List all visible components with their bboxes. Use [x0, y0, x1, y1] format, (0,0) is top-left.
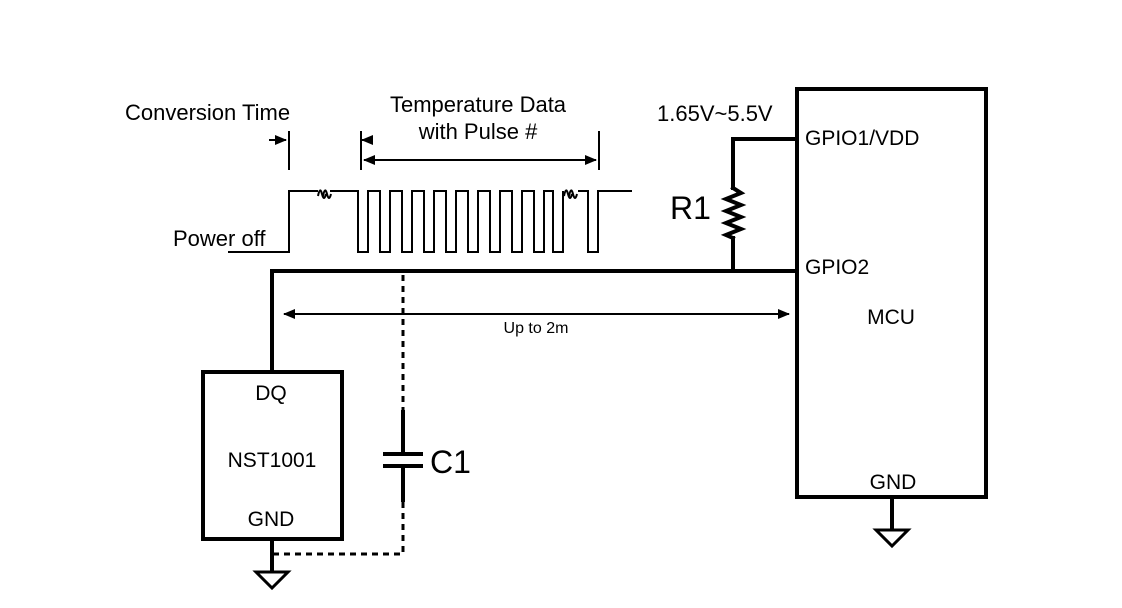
data-line-wire — [270, 269, 799, 372]
supply-range-label: 1.65V~5.5V — [657, 101, 773, 126]
vdd-wire — [731, 137, 799, 190]
sensor-pin-dq: DQ — [255, 382, 287, 405]
temperature-data-label-line1: Temperature Data — [390, 92, 567, 117]
mcu-block — [795, 87, 988, 499]
waveform-break-icon — [317, 189, 578, 199]
conversion-time-label: Conversion Time — [125, 100, 290, 125]
conversion-time-marker — [269, 131, 290, 170]
sensor-name: NST1001 — [228, 449, 317, 472]
temperature-data-label-line2: with Pulse # — [418, 119, 538, 144]
capacitor-label: C1 — [430, 444, 471, 480]
mcu-pin-vdd: GPIO1/VDD — [805, 127, 919, 150]
power-off-label: Power off — [173, 226, 266, 251]
resistor-label: R1 — [670, 190, 711, 226]
mcu-name: MCU — [867, 306, 915, 329]
distance-label: Up to 2m — [504, 320, 569, 337]
mcu-pin-data: GPIO2 — [805, 256, 869, 279]
sensor-pin-gnd: GND — [248, 508, 295, 531]
resistor-zigzag-icon — [720, 185, 747, 241]
temperature-data-span-arrow — [360, 131, 600, 170]
mcu-ground-icon — [872, 528, 912, 549]
pulse-waveform — [228, 190, 632, 253]
capacitor-icon — [383, 452, 423, 468]
sensor-ground-icon — [252, 570, 292, 591]
mcu-pin-gnd: GND — [870, 471, 917, 494]
